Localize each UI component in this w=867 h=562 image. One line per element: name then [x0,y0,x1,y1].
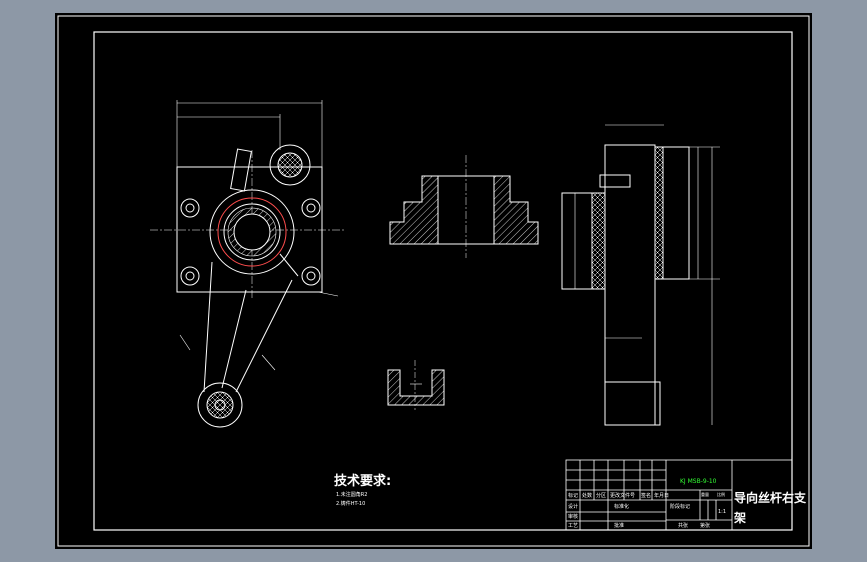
label-process: 工艺 [568,523,578,529]
tech-requirements-title: 技术要求: [334,473,391,489]
title-block [565,459,793,531]
drawing-sheet [55,13,812,549]
label-approve: 批准 [614,522,624,529]
label-change-doc: 更改文件号 [610,492,635,499]
label-zone: 分区 [596,492,606,499]
side-view-bracket [561,124,720,426]
tech-requirement-item-1: 1.未注圆角R2 [336,491,367,498]
label-count: 处数 [582,492,592,499]
tech-requirement-item-2: 2.铸件HT-10 [336,500,365,507]
main-view-bracket [150,100,345,428]
part-name: 导向丝杆右支 [734,490,807,505]
scale-value: 1:1 [718,509,726,515]
label-check: 审核 [568,513,578,520]
label-scale: 比例 [717,491,725,497]
drawing-frame [93,31,793,531]
part-name-continued: 架 [733,510,746,525]
label-signature: 签名 [641,492,651,499]
section-view-small [387,360,445,410]
label-design: 设计 [568,503,578,510]
label-standardization: 标准化 [614,503,629,510]
drawing-number: KJ MSB-9-10 [680,478,717,485]
label-weight: 重量 [701,491,709,497]
sheet-outer-border [57,15,810,547]
label-mark: 标记 [568,492,578,499]
section-view-top [389,155,539,258]
label-sheet-total: 共张 [678,522,688,529]
label-stage: 阶段标记 [670,503,690,510]
section-left-half [389,175,439,245]
flange-plate [176,166,323,293]
label-date: 年月日 [654,492,669,499]
label-sheet-number: 第张 [700,522,710,529]
section-right-half [493,175,539,245]
